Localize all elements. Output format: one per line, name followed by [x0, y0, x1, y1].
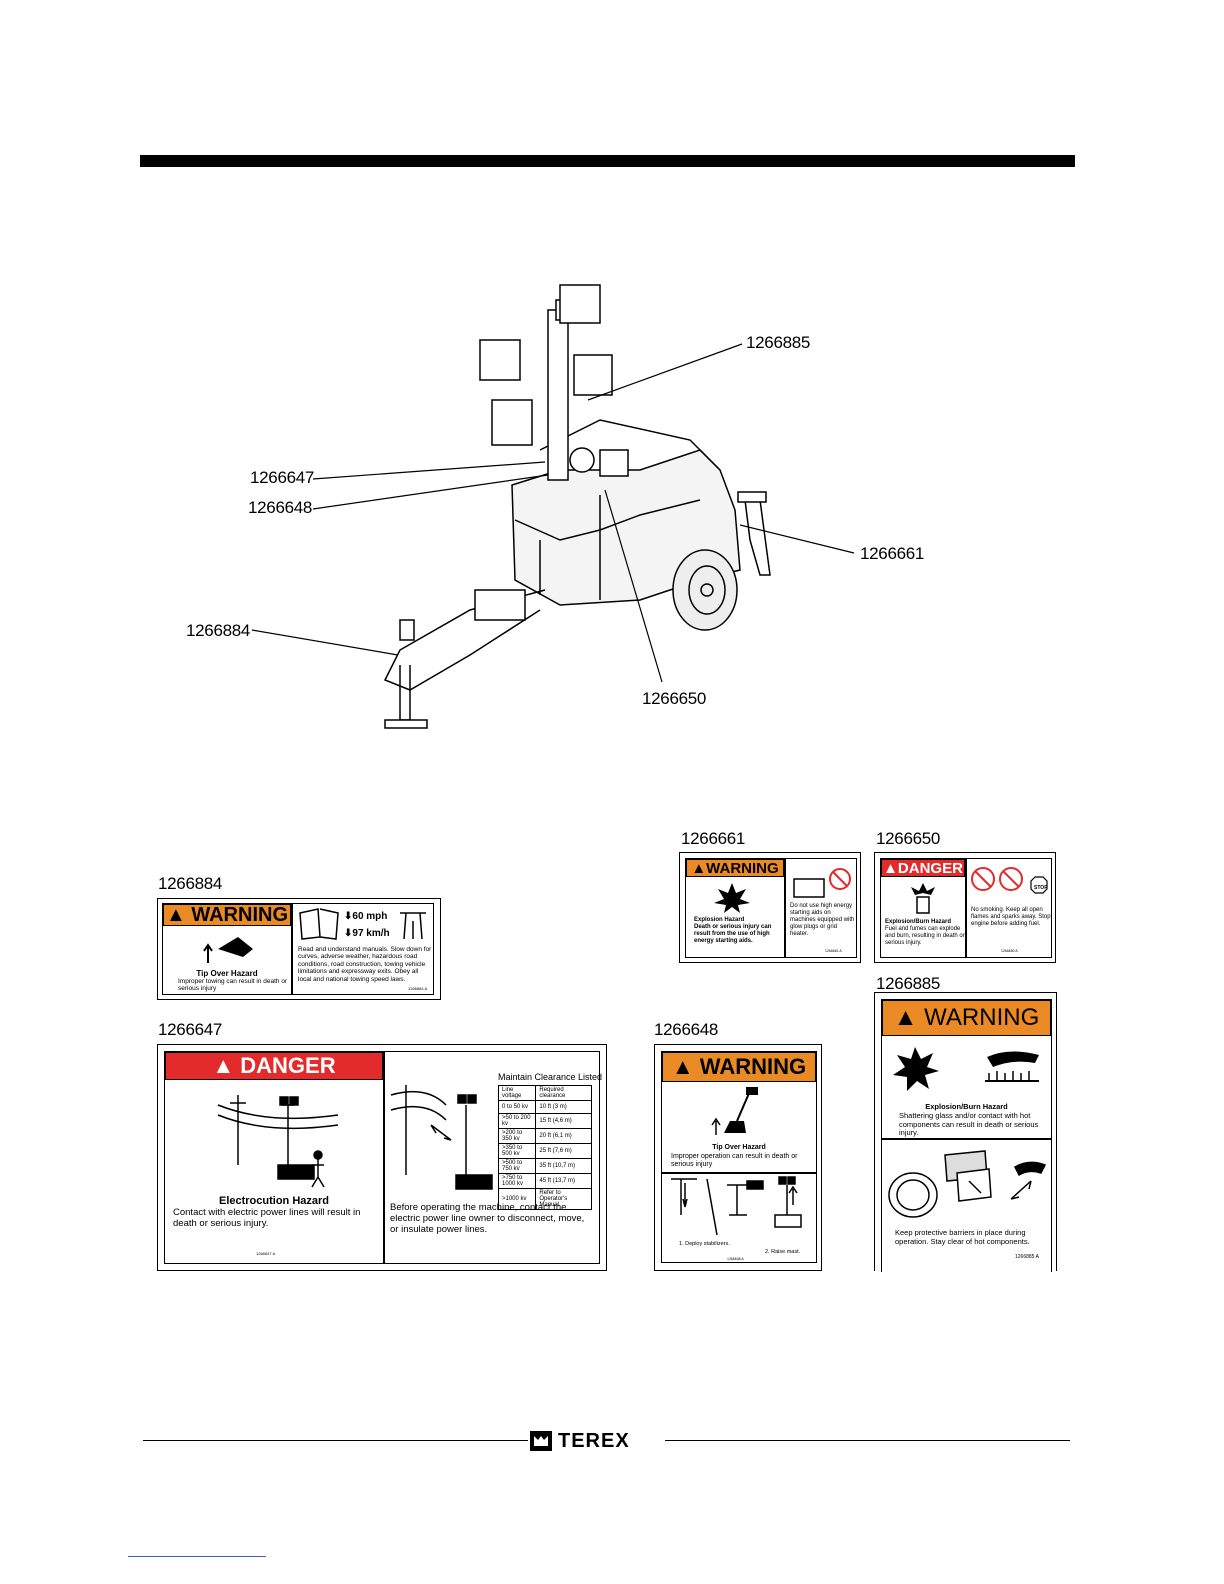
decal-1266661-header: ▲WARNING: [686, 859, 784, 877]
decal-1266885-instructions: Keep protective barriers in place during…: [895, 1228, 1030, 1246]
decal-1266661-part-no: 1266661 A: [825, 949, 842, 953]
decal-1266885-part-no: 1266885 A: [1015, 1254, 1039, 1260]
tow-hitch-icon: [400, 912, 426, 940]
protective-barrier-icon: [888, 1150, 1047, 1218]
footer-logo: TEREX: [530, 1430, 630, 1452]
decal-1266650-hazard-text: Fuel and fumes can explode and burn, res…: [885, 926, 965, 946]
decal-1266648-hazard-title: Tip Over Hazard: [712, 1144, 766, 1151]
decal-1266647-hazard-text: Contact with electric power lines will r…: [173, 1207, 361, 1229]
callout-1266650: 1266650: [642, 689, 707, 708]
decal-id-1266661: 1266661: [681, 829, 746, 848]
callout-1266884: 1266884: [186, 621, 251, 640]
decal-1266648-header: ▲ WARNING: [662, 1052, 816, 1082]
no-smoking-no-flame-icon: [971, 867, 1048, 894]
decal-id-1266647: 1266647: [158, 1020, 223, 1039]
decal-1266884-instructions: Read and understand manuals. Slow down f…: [298, 946, 432, 983]
terex-wordmark: TEREX: [558, 1429, 630, 1452]
decal-1266648-step2: 2. Raise mast.: [765, 1249, 801, 1255]
decal-1266647-part-no: 1266647 A: [256, 1251, 276, 1256]
decal-id-1266648: 1266648: [654, 1020, 719, 1039]
decal-1266650-part-no: 1266650 A: [1001, 949, 1018, 953]
decal-1266648-step1: 1. Deploy stabilizers.: [679, 1241, 730, 1247]
footer-rule-right: [665, 1440, 1070, 1441]
decal-1266650-hazard-title: Explosion/Burn Hazard: [885, 919, 952, 925]
decal-1266884-hazard-title: Tip Over Hazard: [196, 969, 258, 978]
decal-1266884: ▲ WARNING Tip Over Hazard Improper towin…: [157, 898, 441, 1000]
footer-rule-left: [143, 1440, 528, 1441]
decal-id-1266884: 1266884: [158, 874, 223, 893]
clearance-distance-icon: [390, 1085, 493, 1190]
decal-id-1266650: 1266650: [876, 829, 941, 848]
table-header: Required clearance: [535, 1085, 592, 1101]
explosion-burn-icon: [893, 1047, 1039, 1091]
bottom-link-rule: [128, 1556, 266, 1557]
decal-1266650-instructions: No smoking. Keep all open flames and spa…: [971, 907, 1051, 927]
light-tower-illustration: [251, 284, 855, 729]
top-rule: [140, 155, 1075, 167]
decal-1266661: ▲WARNING Explosion Hazard Death or serio…: [679, 852, 861, 963]
manual-icon: [299, 908, 339, 940]
speed-kmh: ⬇97 km/h: [344, 928, 390, 939]
decal-1266647-header: ▲ DANGER: [165, 1052, 383, 1080]
table-header: Line voltage: [497, 1085, 537, 1101]
decal-1266650-header: ▲DANGER: [881, 859, 965, 877]
decal-1266661-hazard-title: Explosion Hazard: [694, 917, 745, 923]
speed-mph: ⬇60 mph: [344, 911, 388, 922]
decal-1266885-header: ▲ WARNING: [882, 1000, 1051, 1036]
decal-1266647: ▲ DANGER Electrocution Hazard Contact wi…: [157, 1044, 607, 1271]
tipover-mast-icon: [711, 1087, 758, 1135]
callout-1266885: 1266885: [746, 333, 811, 352]
terex-logo-icon: [530, 1431, 552, 1451]
decal-1266650: ▲DANGER Explosion/Burn Hazard Fuel and f…: [874, 852, 1056, 963]
callout-1266647: 1266647: [250, 468, 315, 487]
fuel-fire-icon: [911, 883, 935, 914]
decal-1266647-instructions: Before operating the machine, contact th…: [390, 1202, 585, 1235]
explosion-icon: [714, 883, 750, 913]
decal-1266885-hazard-text: Shattering glass and/or contact with hot…: [899, 1111, 1039, 1138]
decal-1266648: ▲ WARNING Tip Over Hazard Improper opera…: [654, 1044, 822, 1271]
decal-1266661-instructions: Do not use high energy starting aids on …: [790, 903, 855, 937]
decal-1266885-hazard-title: Explosion/Burn Hazard: [925, 1102, 1008, 1111]
decal-1266884-header: ▲ WARNING: [163, 904, 291, 926]
decal-1266648-hazard-text: Improper operation can result in death o…: [671, 1153, 798, 1169]
no-starting-aid-icon: [793, 868, 851, 898]
callout-1266648: 1266648: [248, 498, 313, 517]
decal-1266648-part-no: 1266648 A: [727, 1257, 744, 1261]
decal-id-1266885: 1266885: [876, 974, 941, 993]
powerline-contact-icon: [217, 1095, 339, 1188]
clearance-table-title: Maintain Clearance Listed: [498, 1072, 603, 1082]
decal-1266885: ▲ WARNING Explosion/Burn Hazard Shatteri…: [874, 992, 1057, 1272]
decal-1266884-part-no: 1266884 A: [408, 986, 428, 991]
decal-1266647-hazard-title: Electrocution Hazard: [218, 1195, 330, 1207]
stop-sign-label: STOP: [1034, 885, 1048, 891]
deploy-stabilizers-raise-mast-icon: [671, 1176, 802, 1236]
tipover-icon: [203, 937, 253, 963]
decal-1266884-hazard-text: Improper towing can result in death or s…: [178, 978, 288, 993]
callout-1266661: 1266661: [860, 544, 925, 563]
decal-1266661-hazard-text: Death or serious injury can result from …: [694, 924, 772, 944]
